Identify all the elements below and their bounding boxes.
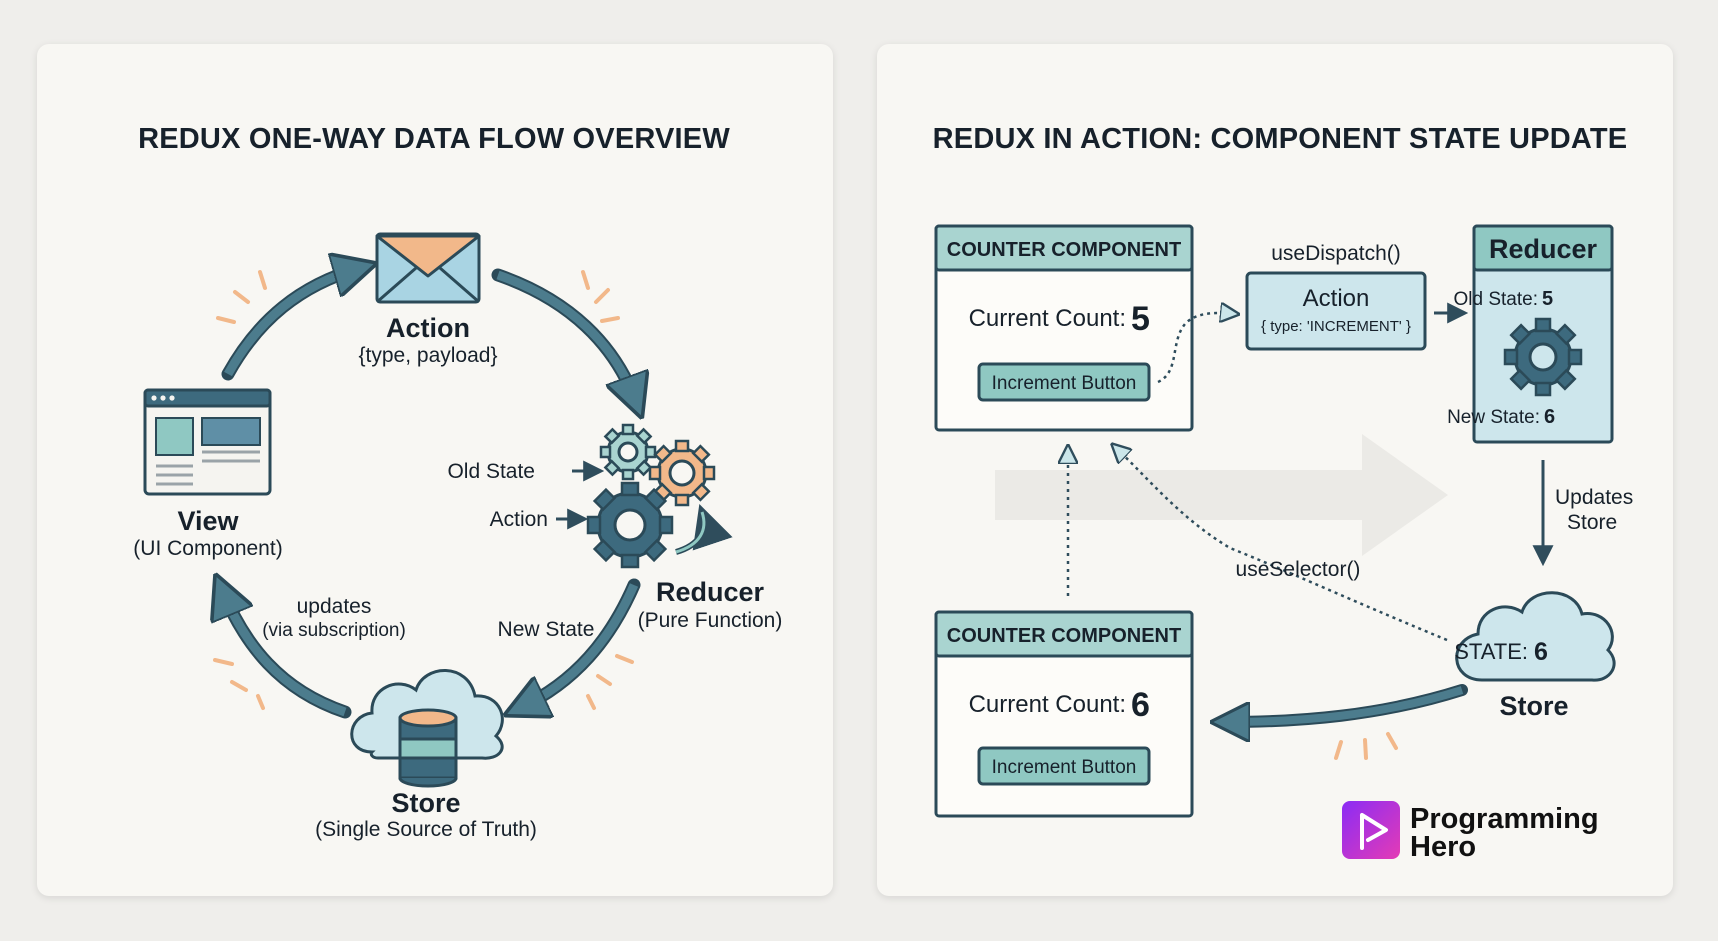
arrow-action-to-reducer-outline: [491, 268, 643, 409]
spark-marks-left: [213, 270, 634, 710]
store-label: Store: [391, 788, 460, 818]
reducer-new-state-label: New State:: [1447, 407, 1540, 428]
spark-marks-right: [1334, 732, 1398, 760]
store-sub: (Single Source of Truth): [315, 818, 537, 841]
reducer-sub: (Pure Function): [638, 609, 783, 632]
store-label-right: Store: [1499, 691, 1568, 721]
reducer-box-header: Reducer: [1489, 234, 1598, 264]
reducer-input-old-state: Old State: [447, 460, 535, 483]
counter-bottom-count-value: 6: [1131, 686, 1150, 724]
updates-store-line1: Updates: [1555, 486, 1633, 509]
reducer-label: Reducer: [656, 577, 765, 607]
view-sub: (UI Component): [133, 537, 282, 560]
arrow-reducer-to-store: [520, 583, 639, 708]
selector-connector: [1114, 446, 1448, 642]
arrow-action-to-reducer: [496, 270, 636, 402]
reducer-old-state-value: 5: [1542, 288, 1553, 310]
envelope-icon: [375, 232, 481, 304]
reducer-old-state-label: Old State:: [1454, 289, 1539, 310]
increment-button-top[interactable]: Increment Button: [977, 362, 1151, 402]
reducer-new-state-value: 6: [1544, 406, 1555, 428]
action-box-label: Action: [1303, 285, 1370, 312]
updates-store-line2: Store: [1567, 511, 1617, 534]
arrow-store-to-counter: [1226, 686, 1464, 722]
counter-bottom-header: COUNTER COMPONENT: [947, 625, 1181, 647]
background-flow-arrow: [995, 434, 1448, 556]
action-box: [1245, 271, 1427, 351]
action-label: Action: [386, 313, 470, 343]
increment-button-bottom[interactable]: Increment Button: [977, 746, 1151, 786]
programming-hero-logo-icon: [1342, 801, 1400, 859]
use-dispatch-label: useDispatch(): [1271, 242, 1401, 265]
left-panel-title: REDUX ONE-WAY DATA FLOW OVERVIEW: [138, 123, 730, 155]
reducer-gear-icon: [1503, 317, 1583, 397]
arrow-reducer-to-store-outline: [513, 578, 641, 715]
use-selector-label: useSelector(): [1236, 558, 1361, 581]
arrow-view-to-action: [224, 268, 360, 377]
counter-top-count-label: Current Count:: [969, 305, 1126, 332]
view-label: View: [177, 506, 239, 536]
brand-line1: Programming: [1410, 803, 1599, 835]
cloud-database-icon: [350, 669, 504, 788]
browser-window-icon: [143, 388, 272, 496]
edge-updates-sub-label: (via subscription): [262, 620, 406, 641]
edge-updates-label: updates: [297, 595, 372, 618]
store-cloud-icon: [1455, 591, 1616, 682]
action-box-payload: { type: 'INCREMENT' }: [1261, 318, 1411, 335]
counter-top-count-value: 5: [1131, 300, 1150, 338]
action-sub: {type, payload}: [359, 344, 498, 367]
counter-bottom-count-label: Current Count:: [969, 691, 1126, 718]
brand-line2: Hero: [1410, 831, 1476, 863]
counter-top-header: COUNTER COMPONENT: [947, 239, 1181, 261]
increment-button-bottom-label: Increment Button: [992, 757, 1137, 778]
increment-button-top-label: Increment Button: [992, 373, 1137, 394]
gears-icon: [586, 423, 733, 569]
store-state-value: 6: [1534, 638, 1548, 666]
arrow-view-to-action-outline: [221, 261, 367, 381]
edge-new-state-label: New State: [498, 618, 595, 641]
right-panel-title: REDUX IN ACTION: COMPONENT STATE UPDATE: [933, 123, 1628, 155]
reducer-input-action: Action: [490, 508, 548, 531]
store-state-label: STATE:: [1454, 639, 1528, 664]
arrow-store-to-view: [222, 590, 347, 717]
